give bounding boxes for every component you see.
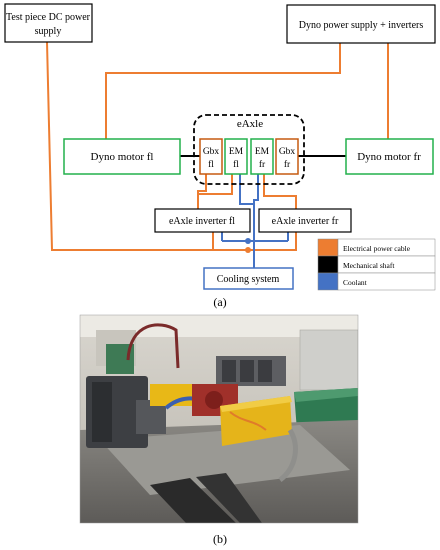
test-piece-supply-line-2: supply [35,26,62,37]
gbx-fr-line-1: Gbx [279,147,296,157]
legend-label-electrical: Electrical power cable [343,244,411,253]
em-fl-line-1: EM [229,147,244,157]
em-fr-line-2: fr [259,159,266,170]
cable-gbx-fl-to-inv-fl [197,174,207,209]
box-em-fl: EM fl [224,138,248,175]
legend-swatch-electrical [317,238,339,257]
gbx-fl-line-2: fl [208,159,214,170]
legend: Electrical power cable Mechanical shaft … [317,238,436,291]
dyno-motor-fr-label: Dyno motor fr [357,151,421,163]
gbx-fl-line-1: Gbx [203,147,220,157]
legend-label-mechanical: Mechanical shaft [343,261,395,270]
box-gbx-fl: Gbx fl [199,138,223,175]
caption-b: (b) [213,532,227,546]
box-gbx-fr: Gbx fr [275,138,299,175]
eaxle-label: eAxle [237,118,263,130]
dyno-supply-label: Dyno power supply + inverters [299,20,424,31]
box-dyno-motor-fr: Dyno motor fr [345,138,434,175]
cable-dc-supply-down [46,41,248,251]
legend-swatch-coolant [317,272,339,291]
legend-label-coolant: Coolant [343,278,368,287]
box-dyno-motor-fl: Dyno motor fl [63,138,181,175]
cooling-system-label: Cooling system [217,274,280,285]
inverter-fl-label: eAxle inverter fl [169,216,235,227]
cable-dyno-to-motor-fl [105,43,341,139]
coolant-em-fl [239,174,254,205]
cable-bus-to-inv-fr [248,232,297,251]
em-fl-line-2: fl [233,159,239,170]
caption-a: (a) [213,295,226,309]
legend-swatch-mechanical [317,255,339,274]
eaxle-group: eAxle [193,114,305,185]
dyno-motor-fl-label: Dyno motor fl [91,151,154,163]
em-fr-line-1: EM [255,147,270,157]
test-rig-photo [79,314,359,524]
box-em-fr: EM fr [250,138,274,175]
test-piece-supply-line-1: Test piece DC power [6,12,91,23]
coolant-em-fr [253,174,259,268]
inverter-fr-label: eAxle inverter fr [272,216,339,227]
cable-junction [245,247,251,253]
coolant-junction [245,238,251,244]
gbx-fr-line-2: fr [284,159,291,170]
cable-em-fr-to-inv-fr [263,174,297,209]
box-cooling-system: Cooling system [203,267,294,290]
box-inverter-fl: eAxle inverter fl [154,208,251,233]
box-inverter-fr: eAxle inverter fr [258,208,352,233]
box-dyno-supply: Dyno power supply + inverters [286,4,436,44]
box-test-piece-supply: Test piece DC power supply [4,3,93,43]
cable-em-fl-to-inv-fl [198,174,233,195]
electrical-cables [46,41,389,253]
